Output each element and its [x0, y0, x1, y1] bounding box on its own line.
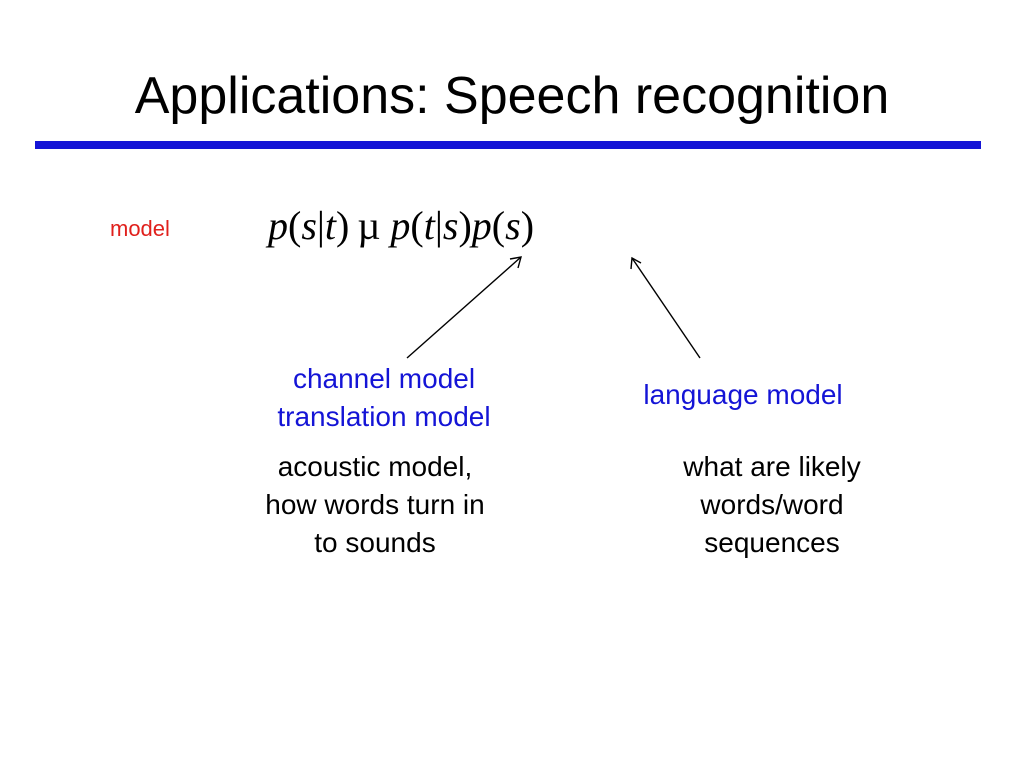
- formula-language-open-paren: (: [491, 203, 506, 248]
- language-desc-line-1: what are likely: [683, 451, 861, 482]
- channel-model-label: channel model translation model: [234, 360, 534, 436]
- channel-model-line: channel model: [292, 363, 476, 394]
- formula-lhs: p(s|t): [268, 203, 349, 248]
- slide-title: Applications: Speech recognition: [134, 67, 890, 125]
- language-model-label: language model: [593, 376, 893, 414]
- language-model-description: what are likely words/word sequences: [622, 448, 922, 562]
- language-desc-line-2: words/word: [700, 489, 844, 520]
- formula-lhs-t: t: [324, 203, 337, 248]
- channel-desc-line-1: acoustic model,: [277, 451, 473, 482]
- title-underline: [35, 141, 981, 149]
- formula-lhs-close-paren: ): [336, 203, 350, 248]
- language-desc-line-3: sequences: [704, 527, 840, 558]
- formula-channel-term: p(t|s): [390, 203, 471, 248]
- formula-channel-open-paren: (: [410, 203, 424, 248]
- formula-channel-close-paren: ): [458, 203, 472, 248]
- formula-language-p: p: [471, 203, 492, 248]
- channel-model-arrow: [406, 256, 522, 359]
- channel-desc-line-3: to sounds: [314, 527, 436, 558]
- formula-lhs-open-paren: (: [288, 203, 302, 248]
- channel-model-description: acoustic model, how words turn in to sou…: [225, 448, 525, 562]
- formula-proportional-sign: µ: [357, 203, 381, 248]
- formula-channel-t: t: [423, 203, 435, 248]
- formula-lhs-s: s: [301, 203, 317, 248]
- formula-language-s: s: [505, 203, 521, 248]
- formula-language-close-paren: ): [520, 203, 535, 248]
- formula-lhs-bar: |: [316, 203, 325, 248]
- formula-channel-bar: |: [434, 203, 443, 248]
- model-label: model: [110, 216, 170, 241]
- formula-channel-p: p: [390, 203, 411, 248]
- formula-language-term: p(s): [472, 203, 534, 248]
- language-model-line: language model: [643, 379, 843, 410]
- channel-desc-line-2: how words turn in: [265, 489, 485, 520]
- translation-model-line: translation model: [277, 401, 491, 432]
- formula-lhs-p: p: [268, 203, 288, 248]
- formula-channel-s: s: [442, 203, 459, 248]
- language-model-arrow: [630, 256, 701, 359]
